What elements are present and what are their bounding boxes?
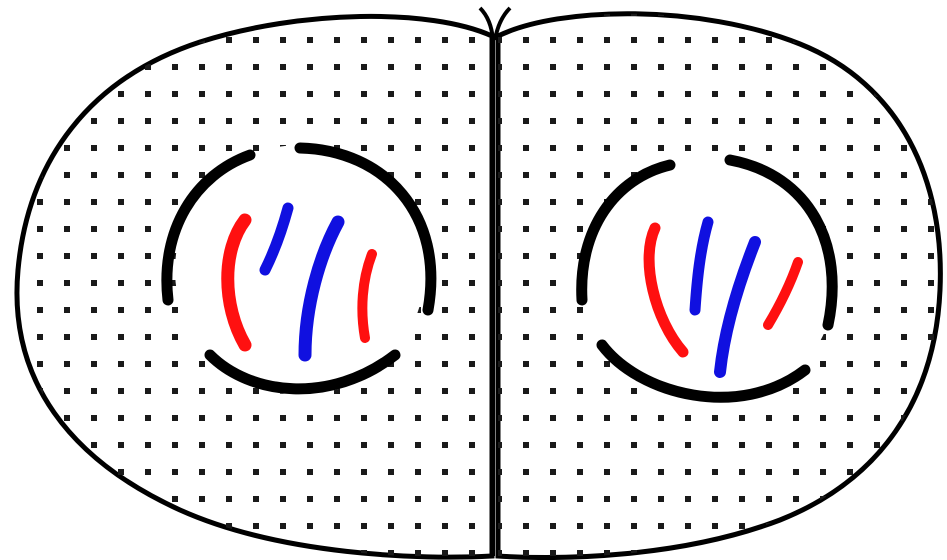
left-nucleus (167, 145, 431, 395)
left-daughter-cell (0, 0, 500, 560)
right-daughter-cell (490, 0, 947, 560)
right-nucleus (582, 157, 835, 407)
